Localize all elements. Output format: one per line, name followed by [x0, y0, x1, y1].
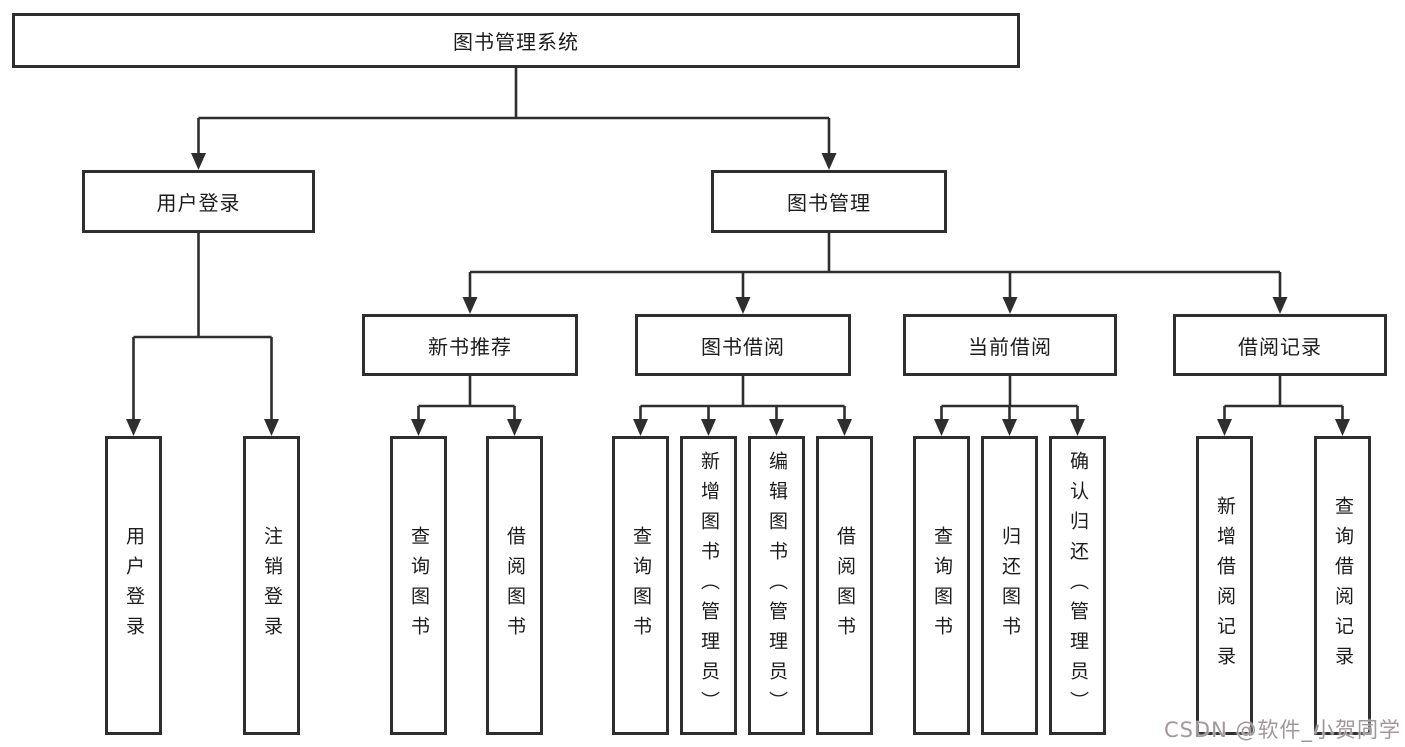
- csdn-watermark: CSDN @软件_小贺同学: [1163, 718, 1401, 742]
- node-query-books-current: 查询图书: [913, 436, 970, 735]
- node-edit-books-admin: 编辑图书（管理员）: [748, 436, 805, 735]
- node-user-login: 用户登录: [82, 170, 315, 233]
- node-user-login-action: 用户登录: [105, 436, 162, 735]
- node-borrow-books-action: 借阅图书: [816, 436, 873, 735]
- node-confirm-return-admin: 确认归还（管理员）: [1049, 436, 1106, 735]
- arrow-down-icons: [126, 153, 1350, 436]
- node-logout-action: 注销登录: [243, 436, 300, 735]
- node-query-borrow-record: 查询借阅记录: [1314, 436, 1371, 735]
- node-borrow-books-recommend: 借阅图书: [486, 436, 543, 735]
- node-add-borrow-record: 新增借阅记录: [1196, 436, 1253, 735]
- node-query-books-recommend: 查询图书: [390, 436, 447, 735]
- node-book-borrowing: 图书借阅: [635, 314, 851, 376]
- node-add-books-admin: 新增图书（管理员）: [680, 436, 737, 735]
- node-root: 图书管理系统: [12, 13, 1020, 68]
- node-query-books-borrow: 查询图书: [612, 436, 669, 735]
- node-current-borrowing: 当前借阅: [903, 314, 1117, 376]
- node-return-books: 归还图书: [981, 436, 1038, 735]
- node-new-book-recommendation: 新书推荐: [362, 314, 578, 376]
- node-book-management: 图书管理: [711, 170, 947, 233]
- node-borrowing-records: 借阅记录: [1173, 314, 1387, 376]
